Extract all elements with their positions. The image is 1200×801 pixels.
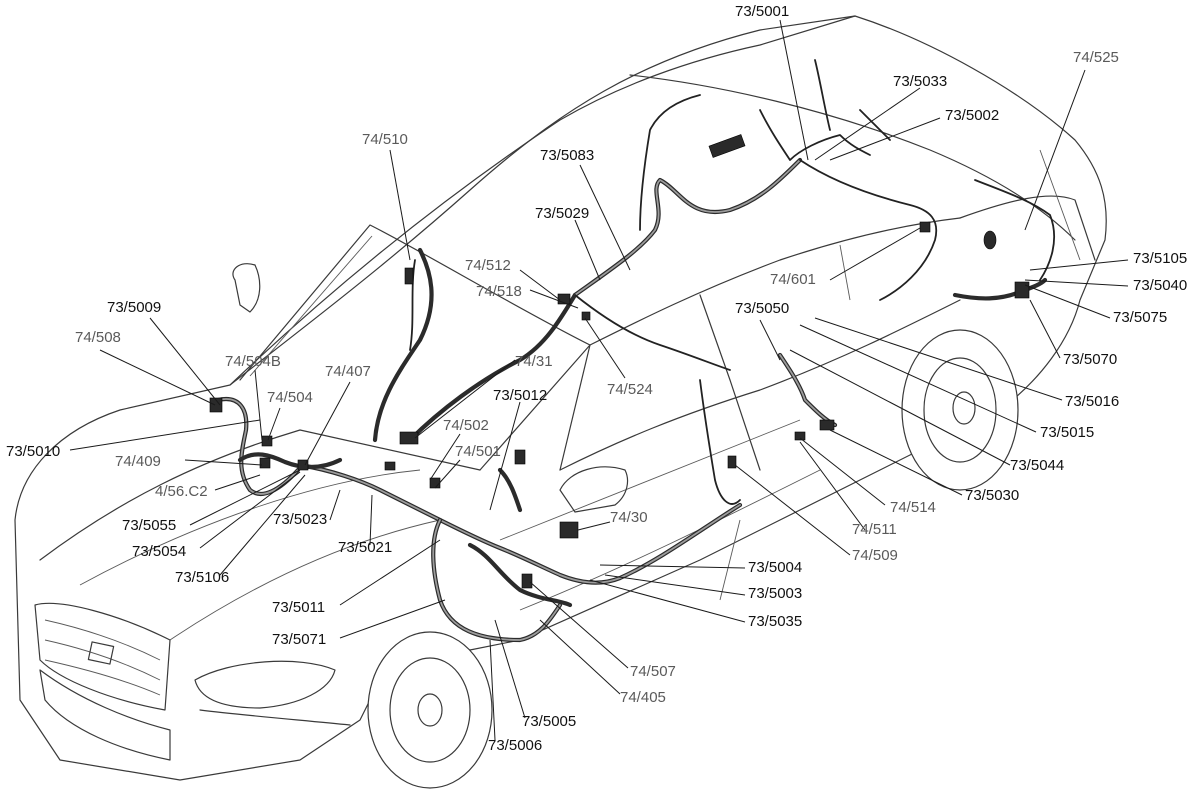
callout-label-74-510: 74/510	[362, 131, 408, 148]
callout-label-73-5105: 73/5105	[1133, 250, 1187, 267]
callout-label-73-5011: 73/5011	[272, 599, 325, 616]
car-body-outline	[14, 15, 1107, 781]
callout-label-73-5044: 73/5044	[1010, 457, 1064, 474]
connector	[1014, 281, 1030, 299]
connector	[794, 431, 806, 441]
callout-label-73-5023: 73/5023	[273, 511, 327, 528]
callout-label-74-501: 74/501	[455, 443, 501, 460]
callout-label-73-5040: 73/5040	[1133, 277, 1187, 294]
callout-label-74-507: 74/507	[630, 663, 676, 680]
connector	[384, 461, 396, 471]
callout-label-74-514: 74/514	[890, 499, 936, 516]
callout-label-74-409: 74/409	[115, 453, 161, 470]
callout-label-73-5001: 73/5001	[735, 3, 789, 20]
callout-label-73-5015: 73/5015	[1040, 424, 1094, 441]
callout-label-73-5004: 73/5004	[748, 559, 802, 576]
callout-label-73-5021: 73/5021	[338, 539, 392, 556]
callout-label-73-5009: 73/5009	[107, 299, 161, 316]
callout-label-73-5006: 73/5006	[488, 737, 542, 754]
connector	[209, 397, 223, 413]
connector	[559, 521, 579, 539]
callout-label-74-518: 74/518	[476, 283, 522, 300]
connector	[404, 267, 414, 285]
connector	[983, 230, 997, 250]
front-wheel	[367, 631, 493, 789]
callout-label-73-5106: 73/5106	[175, 569, 229, 586]
callout-label-73-5033: 73/5033	[893, 73, 947, 90]
connector	[259, 457, 271, 469]
callout-label-73-5010: 73/5010	[6, 443, 60, 460]
callout-label-74-407: 74/407	[325, 363, 371, 380]
callout-label-73-5083: 73/5083	[540, 147, 594, 164]
callout-label-74-502: 74/502	[443, 417, 489, 434]
callout-label-4-56-C2: 4/56.C2	[155, 483, 208, 500]
callout-label-74-508: 74/508	[75, 329, 121, 346]
callout-label-74-504B: 74/504B	[225, 353, 281, 370]
callout-label-73-5005: 73/5005	[522, 713, 576, 730]
connectors	[209, 134, 1030, 589]
connector	[297, 459, 309, 471]
callout-label-73-5055: 73/5055	[122, 517, 176, 534]
callout-label-73-5030: 73/5030	[965, 487, 1019, 504]
callout-label-74-405: 74/405	[620, 689, 666, 706]
callout-label-73-5035: 73/5035	[748, 613, 802, 630]
rear-wheel	[901, 329, 1019, 491]
connector	[708, 134, 746, 158]
callout-label-74-512: 74/512	[465, 257, 511, 274]
connector	[261, 435, 273, 447]
callout-label-73-5050: 73/5050	[735, 300, 789, 317]
callout-label-74-504: 74/504	[267, 389, 313, 406]
callout-label-74-31: 74/31	[515, 353, 553, 370]
connector	[399, 431, 419, 445]
connector	[919, 221, 931, 233]
connector	[521, 573, 533, 589]
callout-label-74-524: 74/524	[607, 381, 653, 398]
callout-label-73-5012: 73/5012	[493, 387, 547, 404]
callout-label-73-5003: 73/5003	[748, 585, 802, 602]
callout-label-74-601: 74/601	[770, 271, 816, 288]
callout-label-73-5070: 73/5070	[1063, 351, 1117, 368]
leader-lines	[69, 19, 1129, 741]
callout-label-74-511: 74/511	[852, 521, 897, 538]
callout-label-73-5075: 73/5075	[1113, 309, 1167, 326]
connector	[727, 455, 737, 469]
callout-label-73-5016: 73/5016	[1065, 393, 1119, 410]
wiring-harnesses	[215, 59, 1055, 643]
callout-label-73-5002: 73/5002	[945, 107, 999, 124]
callout-labels: 73/5001 74/525 73/5033 73/5002 74/510 73/5083…	[6, 3, 1187, 754]
callout-label-74-509: 74/509	[852, 547, 898, 564]
connector	[819, 419, 835, 431]
connector	[429, 477, 441, 489]
callout-label-73-5029: 73/5029	[535, 205, 589, 222]
callout-label-73-5054: 73/5054	[132, 543, 186, 560]
callout-label-74-30: 74/30	[610, 509, 648, 526]
callout-label-73-5071: 73/5071	[272, 631, 326, 648]
callout-label-74-525: 74/525	[1073, 49, 1119, 66]
connector	[514, 449, 526, 465]
